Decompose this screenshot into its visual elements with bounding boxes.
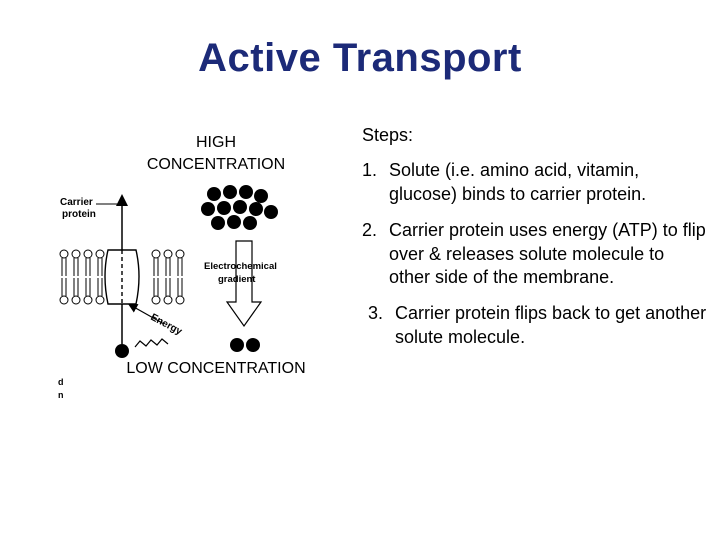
slide-title: Active Transport <box>198 36 522 80</box>
step-item: 2. Carrier protein uses energy (ATP) to … <box>362 219 707 289</box>
step-text: Carrier protein flips back to get anothe… <box>395 303 707 347</box>
membrane-bilayer <box>59 249 185 305</box>
edge-fragment-1: d <box>58 377 64 387</box>
lower-leaflet <box>59 278 185 305</box>
low-concentration-solutes <box>230 338 260 352</box>
energy-squiggle <box>134 338 169 348</box>
transported-solute <box>115 344 129 358</box>
electrochemical-gradient-arrow <box>225 240 263 328</box>
energy-arrow <box>127 303 165 325</box>
edge-fragment-2: n <box>58 390 64 400</box>
step-number: 1. <box>362 160 378 181</box>
step-number: 3. <box>368 303 384 324</box>
steps-panel: Steps: 1. Solute (i.e. amino acid, vitam… <box>362 124 707 362</box>
step-text: Carrier protein uses energy (ATP) to fli… <box>389 220 706 288</box>
low-concentration-label: LOW CONCENTRATION <box>126 360 306 377</box>
gradient-label-line2: gradient <box>218 274 256 285</box>
step-number: 2. <box>362 220 378 241</box>
carrier-label-line2: protein <box>62 209 96 220</box>
active-transport-diagram: Carrier protein E <box>58 185 278 400</box>
steps-heading: Steps: <box>362 125 414 145</box>
high-concentration-label: HIGH CONCENTRATION <box>146 134 286 173</box>
step-item: 1. Solute (i.e. amino acid, vitamin, glu… <box>362 159 707 206</box>
carrier-label-line1: Carrier <box>60 197 93 208</box>
upper-leaflet <box>59 249 185 276</box>
carrier-protein <box>104 249 140 305</box>
high-concentration-solutes <box>201 185 278 230</box>
gradient-label-line1: Electrochemical <box>204 261 277 272</box>
step-item: 3. Carrier protein flips back to get ano… <box>368 302 707 349</box>
step-text: Solute (i.e. amino acid, vitamin, glucos… <box>389 160 647 204</box>
energy-label: Energy <box>149 312 184 338</box>
